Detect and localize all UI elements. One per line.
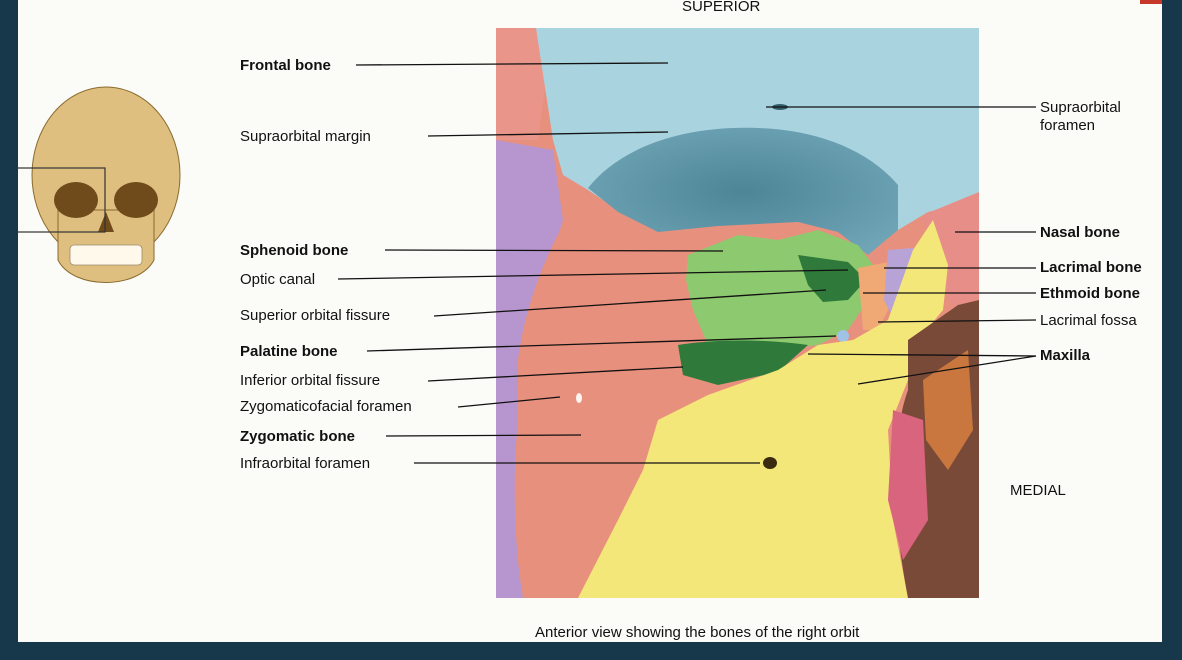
orbit-cavity: [588, 127, 898, 255]
label-ethmoid-bone: Ethmoid bone: [1040, 285, 1140, 302]
label-nasal-bone: Nasal bone: [1040, 224, 1121, 241]
label-supraorbital-margin: Supraorbital margin: [240, 128, 371, 145]
label-infraorbital-foramen: Infraorbital foramen: [240, 455, 371, 472]
label-palatine-bone: Palatine bone: [240, 343, 338, 360]
maxilla-shape: [578, 220, 948, 598]
infraorbital-foramen-shape: [763, 457, 777, 469]
label-maxilla: Maxilla: [1040, 347, 1091, 364]
leader-lines: [337, 62, 1037, 464]
label-optic-canal: Optic canal: [240, 271, 316, 288]
palatine-bone-shape: [837, 330, 849, 342]
orbit-highlight-box: [18, 167, 106, 233]
label-sphenoid-bone: Sphenoid bone: [240, 242, 349, 259]
label-lacrimal-bone: Lacrimal bone: [1040, 259, 1142, 276]
ethmoid-bone-shape: [858, 262, 893, 330]
label-zygomatic-bone: Zygomatic bone: [240, 428, 356, 445]
label-supraorbital-foramen-line2: foramen: [1040, 117, 1096, 134]
label-frontal-bone: Frontal bone: [240, 57, 331, 74]
nasal-bone-shape: [923, 192, 979, 330]
figure-panel: SUPERIOR MEDIAL Frontal bone Supraorbita…: [18, 0, 1162, 642]
inferior-fissure-shape: [678, 340, 808, 385]
figure-caption: Anterior view showing the bones of the r…: [535, 624, 860, 641]
label-inferior-orbital-fissure: Inferior orbital fissure: [240, 372, 381, 389]
label-supraorbital-foramen-line1: Supraorbital: [1040, 99, 1121, 116]
orientation-medial: MEDIAL: [1010, 482, 1066, 499]
zygomatic-bone-shape: [514, 205, 728, 598]
skull-thumbnail: [18, 86, 181, 283]
label-zygomaticofacial-foramen: Zygomaticofacial foramen: [240, 398, 412, 415]
orientation-superior: SUPERIOR: [682, 0, 761, 15]
label-lacrimal-fossa: Lacrimal fossa: [1040, 312, 1137, 329]
corner-accent: [1140, 0, 1162, 4]
orbit-illustration: [18, 28, 1037, 598]
label-superior-orbital-fissure: Superior orbital fissure: [240, 307, 391, 324]
zygomaticofacial-foramen-shape: [576, 393, 582, 403]
